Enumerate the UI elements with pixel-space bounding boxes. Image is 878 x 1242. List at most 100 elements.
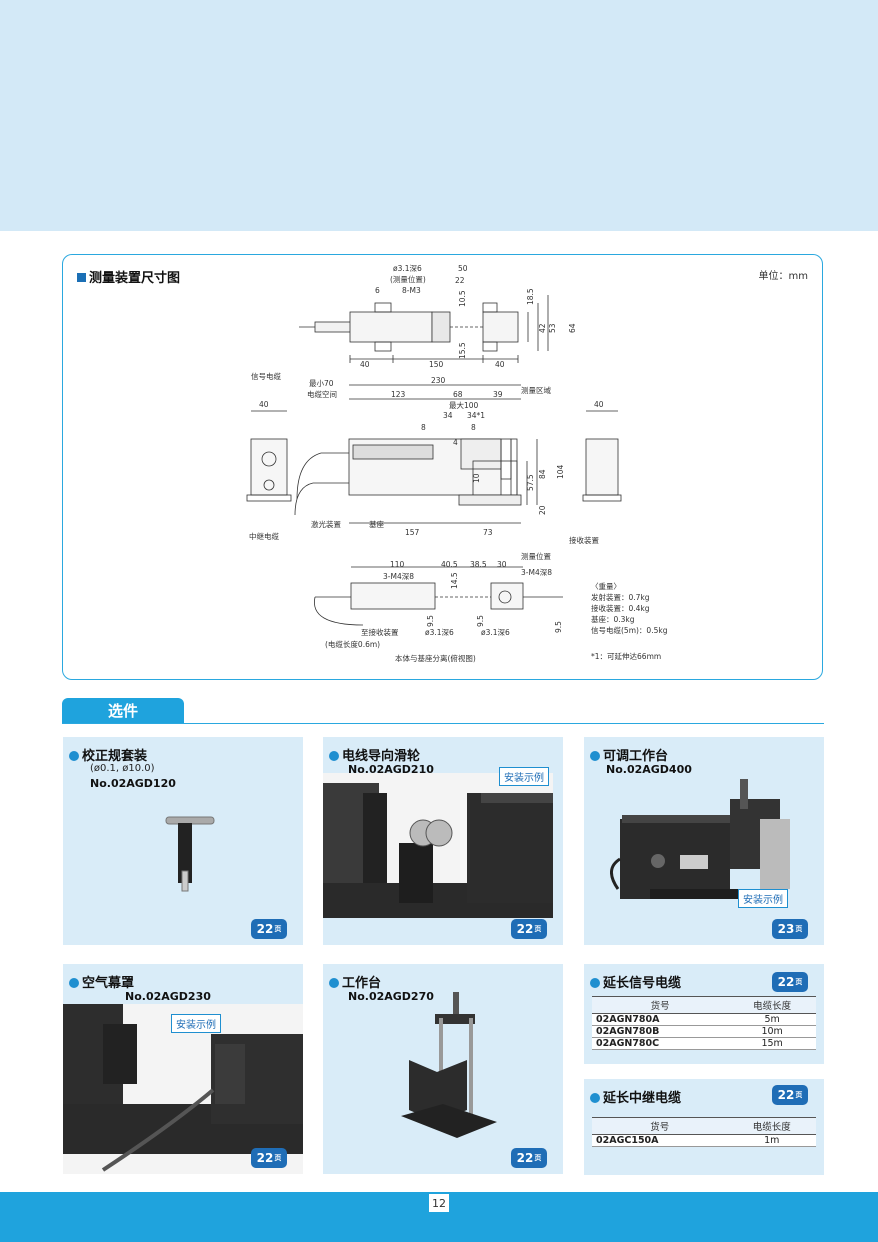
end-base	[246, 494, 292, 502]
dim-50: 50	[458, 264, 468, 273]
card-subtitle: (ø0.1, ø10.0)	[90, 763, 155, 774]
dim-34b: 34*1	[467, 411, 485, 420]
cable-curve	[314, 596, 364, 626]
label-signal-cable: 信号电缆	[251, 371, 281, 381]
dim-20: 20	[538, 505, 547, 515]
dim-18-5: 18.5	[526, 288, 535, 305]
label-hole-b: ø3.1深6	[481, 628, 510, 637]
table-row: 02AGN780C 15m	[592, 1037, 816, 1050]
emitter-head	[431, 311, 451, 343]
mount-tab	[374, 302, 392, 313]
dim-8a: 8	[421, 423, 426, 432]
card-code: No.02AGD230	[125, 990, 211, 1003]
label-relay-cable: 中继电缆	[249, 531, 279, 541]
card-title: 延长中继电缆	[590, 1087, 681, 1106]
probe-tip	[314, 321, 352, 333]
dim-157: 157	[405, 528, 420, 537]
install-example-tag: 安装示例	[171, 1014, 221, 1033]
page-number: 12	[429, 1194, 449, 1212]
card-title: 延长信号电缆	[590, 972, 681, 991]
column-header: 货号	[592, 1117, 728, 1135]
mount-tab	[374, 341, 392, 352]
emitter-label	[352, 444, 434, 460]
dim-40a: 40	[360, 360, 370, 369]
label-receiver: 接收装置	[569, 535, 599, 545]
label-cable-space: 电缆空间	[307, 389, 337, 399]
card-code: No.02AGD400	[606, 763, 692, 776]
card-title: 工作台	[329, 972, 381, 991]
dim-10-5: 10.5	[458, 290, 467, 307]
column-header: 电缆长度	[728, 996, 816, 1014]
card-title: 空气幕罩	[69, 972, 134, 991]
dim-64: 64	[568, 323, 577, 333]
adjustable-stage-image	[610, 779, 790, 899]
dim-42: 42	[538, 323, 547, 333]
options-header: 选件	[62, 698, 824, 724]
bullet-dot-icon	[590, 978, 600, 988]
weight-item: 〈重量〉	[591, 582, 621, 591]
bullet-dot-icon	[69, 751, 79, 761]
footnote: *1：可延伸达66mm	[591, 652, 662, 661]
dim-10: 10	[472, 473, 481, 483]
emitter-window	[460, 438, 502, 470]
connector-circle	[261, 451, 277, 467]
bullet-dot-icon	[590, 1093, 600, 1103]
label-hole-top: ø3.1深6	[393, 264, 422, 273]
label-laser-device: 激光装置	[311, 519, 341, 529]
column-header: 货号	[592, 996, 729, 1014]
top-color-band	[0, 0, 878, 231]
receiver-separated	[490, 582, 524, 610]
calibration-gauge-image	[165, 816, 215, 892]
dim-9-5c: 9.5	[554, 621, 563, 633]
dim-73: 73	[483, 528, 493, 537]
relay-cable-path	[294, 482, 314, 516]
base-side	[458, 494, 522, 506]
square-bullet-icon	[77, 273, 86, 282]
install-example-tag: 安装示例	[499, 767, 549, 786]
label-measure-pos2: 测量位置	[521, 551, 551, 561]
end-base	[582, 494, 622, 502]
emitter-top	[349, 311, 433, 343]
bullet-dot-icon	[329, 751, 339, 761]
dim-34a: 34	[443, 411, 453, 420]
dim-4: 4	[453, 438, 458, 447]
dim-22: 22	[455, 276, 465, 285]
end-view-left	[250, 438, 288, 496]
dimension-drawing: ø3.1深6 (测量位置) 8-M3 50 22 6 10.5 18.5 42 …	[246, 264, 622, 663]
dim-40-5: 40.5	[441, 560, 458, 569]
dim-230-label: 230	[431, 376, 446, 385]
card-code: No.02AGD210	[348, 763, 434, 776]
label-base: 基座	[369, 519, 384, 529]
label-m4a: 3-M4深8	[383, 572, 414, 581]
signal-cable-path	[296, 452, 322, 500]
card-code: No.02AGD270	[348, 990, 434, 1003]
dim-38-5: 38.5	[470, 560, 487, 569]
dim-68-label: 68	[453, 390, 463, 399]
pulley-install-photo	[323, 773, 553, 918]
unit-label: 单位：mm	[758, 271, 808, 282]
weight-item: 信号电缆(5m)：0.5kg	[591, 626, 668, 635]
weight-item: 基座：0.3kg	[591, 615, 635, 624]
label-max100: 最大100	[449, 400, 479, 410]
signal-cable-table: 货号 电缆长度 02AGN780A 5m 02AGN780B 10m 02AGN…	[592, 996, 816, 1050]
dim-30: 30	[497, 560, 507, 569]
cell-code: 02AGN780B	[592, 1025, 729, 1038]
dim-123-label: 123	[391, 390, 406, 399]
dim-8b: 8	[471, 423, 476, 432]
label-to-receiver: 至接收装置	[361, 627, 399, 637]
receiver-top	[482, 311, 519, 343]
